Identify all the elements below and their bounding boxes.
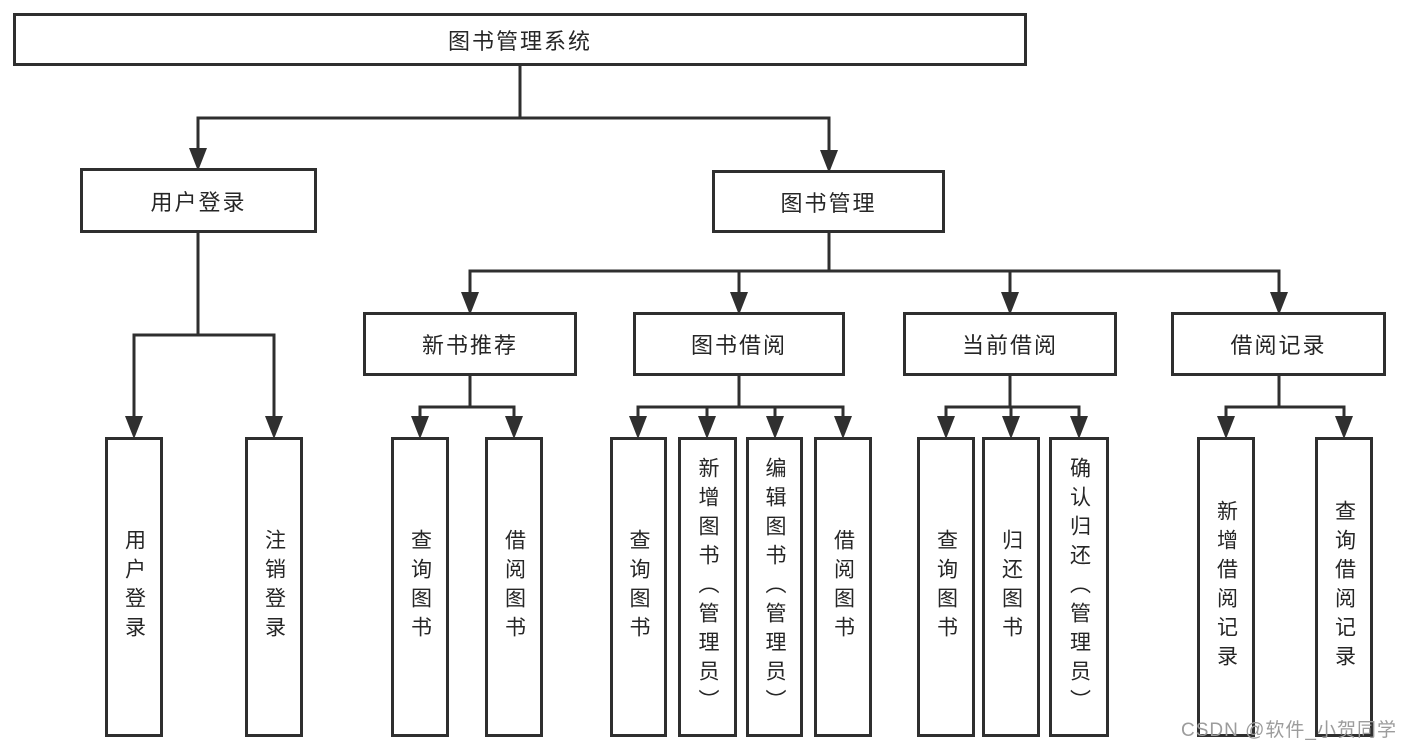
leaf-query-borrow-record-label: 查询借阅记录 (1332, 500, 1356, 674)
leaf-confirm-return-admin-label: 确认归还（管理员） (1067, 456, 1091, 718)
leaf-query-book-3-label: 查询图书 (934, 529, 958, 645)
node-book-management-branch-label: 图书管理 (780, 190, 877, 216)
leaf-borrow-book-1-label: 借阅图书 (502, 529, 526, 645)
leaf-query-book-1-label: 查询图书 (408, 529, 432, 645)
node-borrow-record: 借阅记录 (1171, 312, 1386, 376)
node-book-borrow: 图书借阅 (633, 312, 845, 376)
node-current-borrow-label: 当前借阅 (961, 333, 1058, 358)
csdn-watermark: CSDN @软件_小贺同学 (1181, 720, 1397, 741)
leaf-return-book-label: 归还图书 (999, 529, 1023, 645)
leaf-confirm-return-admin: 确认归还（管理员） (1049, 437, 1109, 737)
leaf-return-book: 归还图书 (982, 437, 1040, 737)
leaf-query-borrow-record: 查询借阅记录 (1315, 437, 1373, 737)
leaf-user-login: 用户登录 (105, 437, 163, 737)
node-current-borrow: 当前借阅 (903, 312, 1117, 376)
leaf-add-borrow-record: 新增借阅记录 (1197, 437, 1255, 737)
node-book-management-branch: 图书管理 (712, 170, 945, 233)
node-root-system: 图书管理系统 (13, 13, 1027, 66)
leaf-query-book-2-label: 查询图书 (627, 529, 650, 645)
leaf-borrow-book-1: 借阅图书 (485, 437, 543, 737)
leaf-add-book-admin-label: 新增图书（管理员） (696, 456, 719, 718)
node-user-login-branch-label: 用户登录 (150, 189, 247, 215)
leaf-query-book-1: 查询图书 (391, 437, 449, 737)
leaf-user-login-label: 用户登录 (122, 529, 146, 645)
node-borrow-record-label: 借阅记录 (1230, 333, 1327, 358)
leaf-edit-book-admin: 编辑图书（管理员） (746, 437, 803, 737)
leaf-edit-book-admin-label: 编辑图书（管理员） (763, 456, 786, 718)
leaf-borrow-book-2-label: 借阅图书 (831, 529, 855, 645)
leaf-query-book-2: 查询图书 (610, 437, 667, 737)
leaf-borrow-book-2: 借阅图书 (814, 437, 872, 737)
node-new-book-recommend: 新书推荐 (363, 312, 577, 376)
leaf-logout: 注销登录 (245, 437, 303, 737)
node-root-label: 图书管理系统 (447, 28, 592, 54)
leaf-add-borrow-record-label: 新增借阅记录 (1214, 500, 1238, 674)
leaf-logout-label: 注销登录 (262, 529, 286, 645)
node-new-book-recommend-label: 新书推荐 (421, 333, 518, 358)
leaf-add-book-admin: 新增图书（管理员） (678, 437, 737, 737)
node-book-borrow-label: 图书借阅 (690, 333, 787, 358)
leaf-query-book-3: 查询图书 (917, 437, 975, 737)
arrowheads (125, 148, 1353, 439)
node-user-login-branch: 用户登录 (80, 168, 317, 233)
